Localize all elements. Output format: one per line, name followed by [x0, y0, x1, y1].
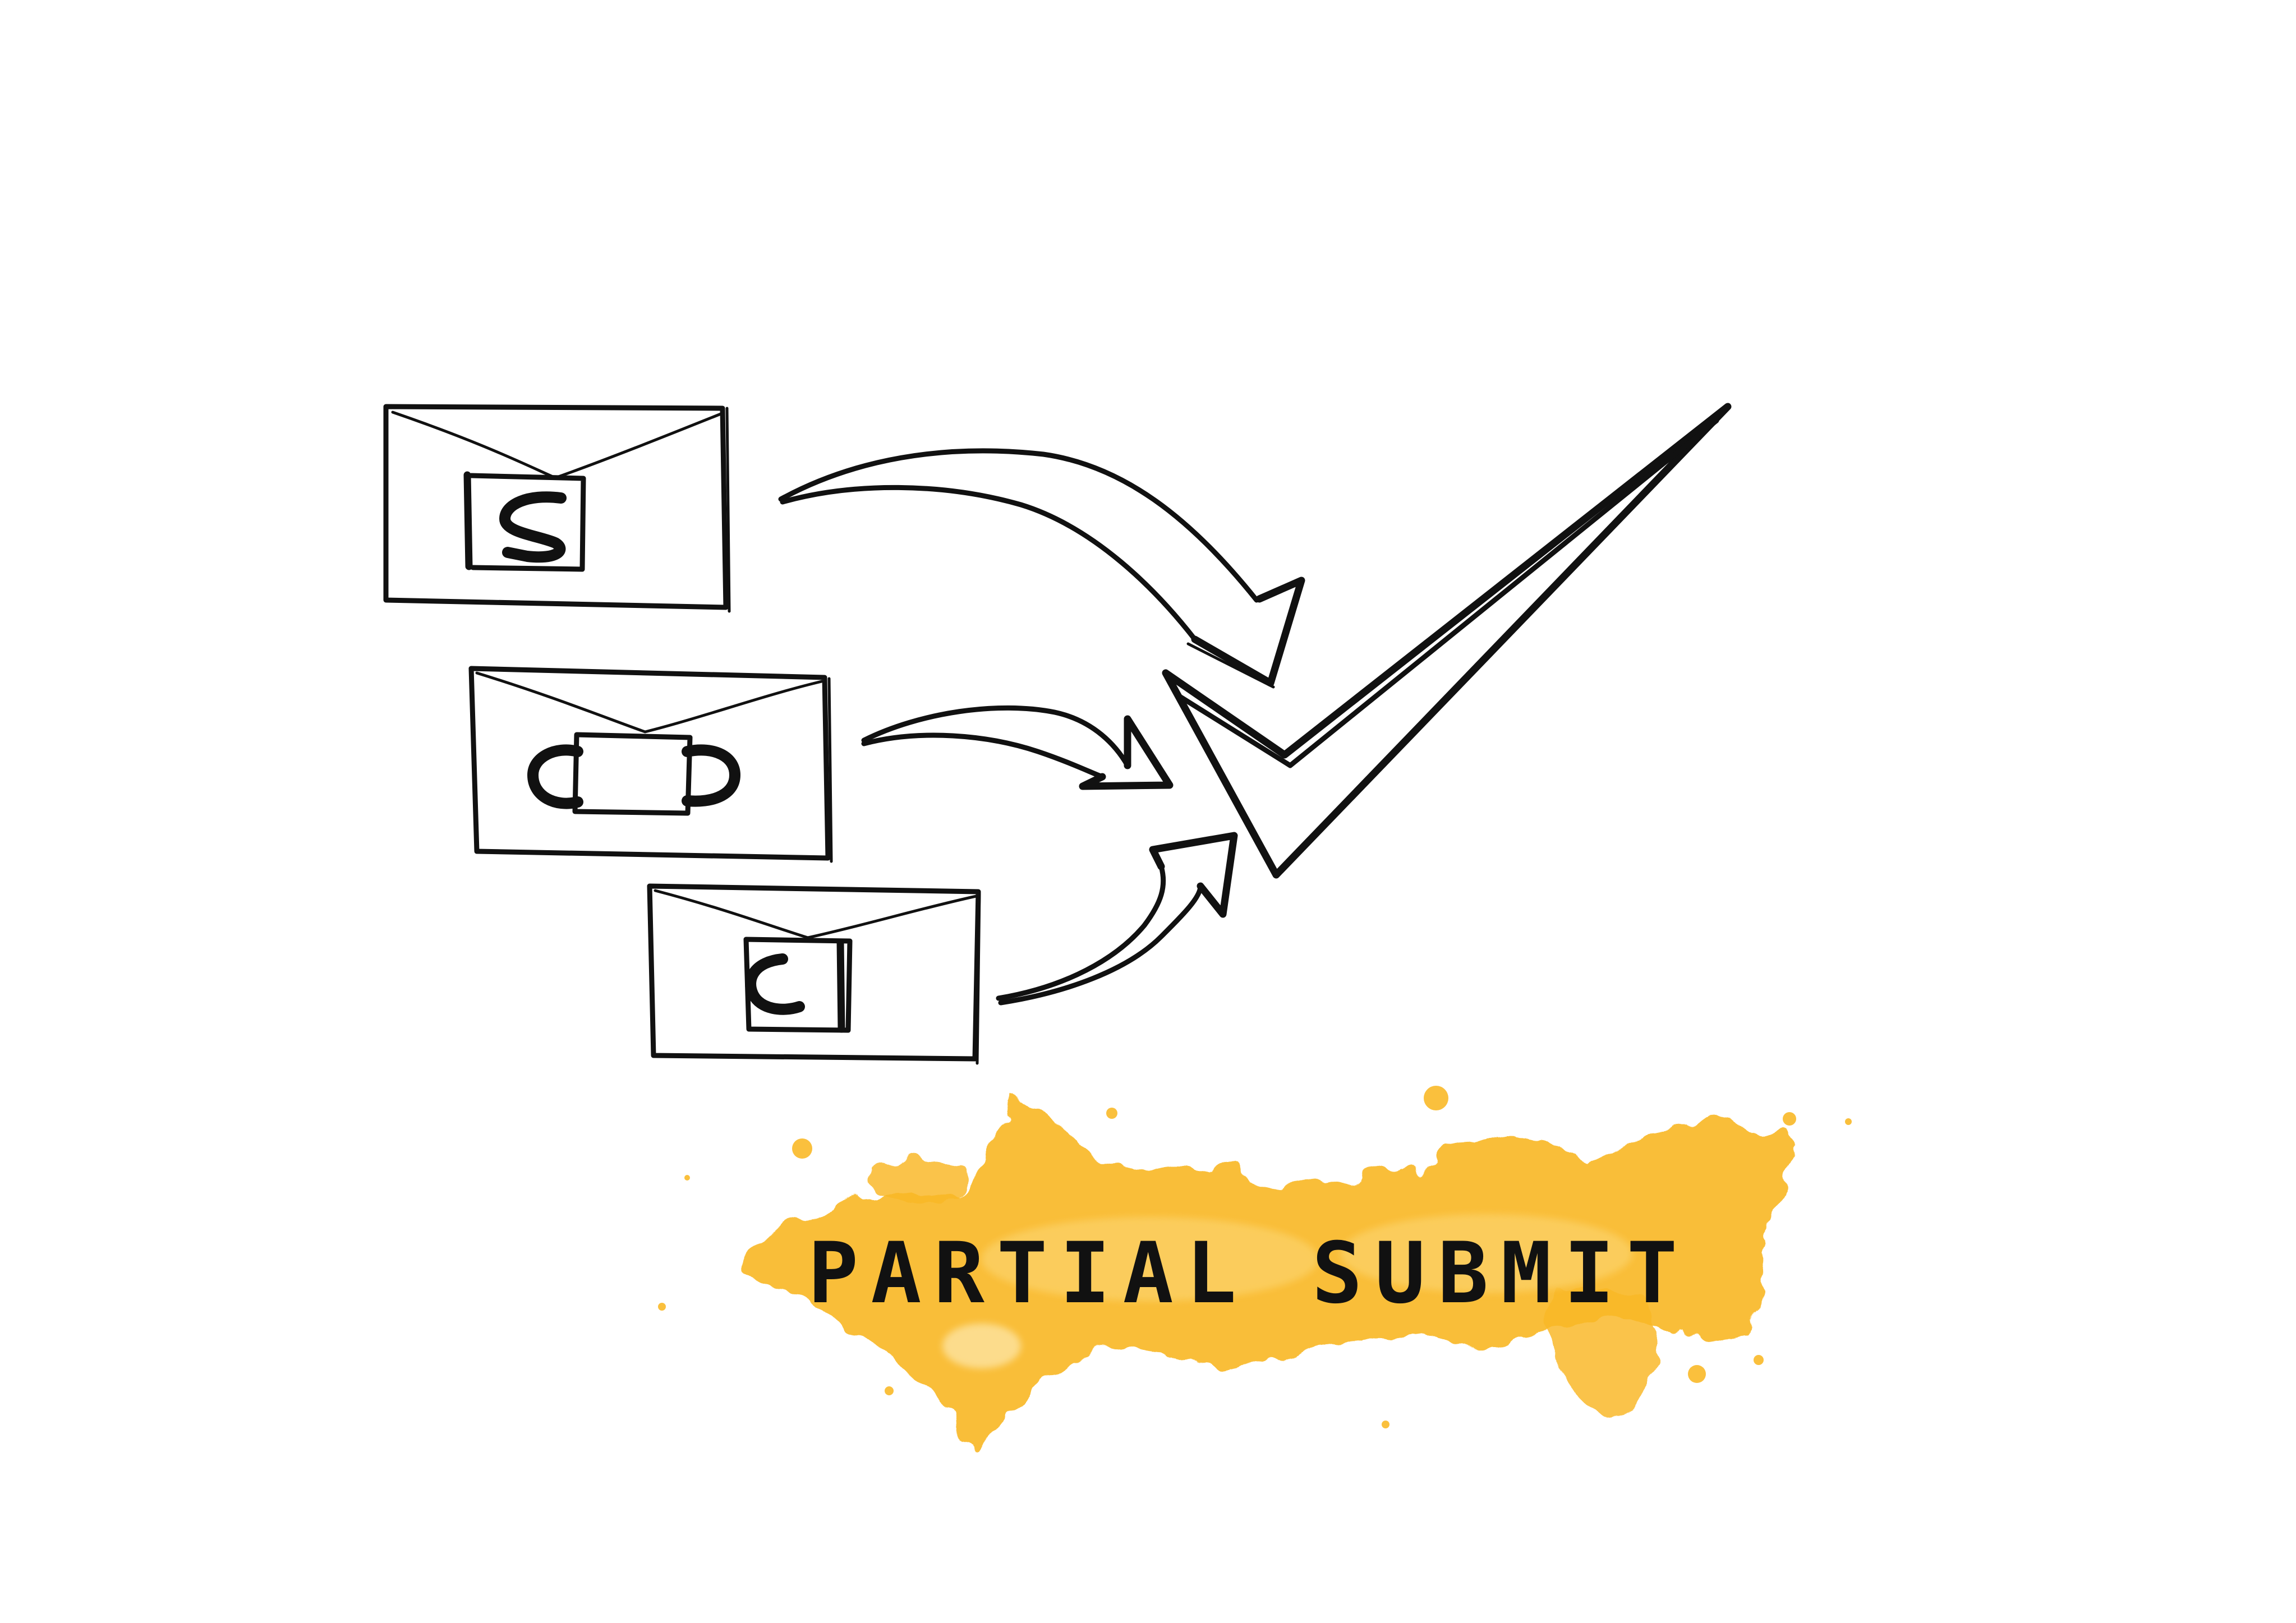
puzzle-piece-icon [463, 471, 586, 572]
envelope-icon [383, 404, 731, 613]
envelope-2 [468, 666, 833, 863]
curved-arrow-icon [778, 448, 1305, 689]
envelope-icon [647, 883, 981, 1065]
puzzle-piece-icon [743, 937, 853, 1033]
curved-arrow-icon [861, 705, 1174, 790]
envelope-1 [383, 404, 731, 613]
envelope-icon [468, 666, 833, 863]
puzzle-piece-icon [527, 732, 740, 816]
curved-arrow-icon [996, 832, 1238, 1006]
caption-text: PARTIAL SUBMIT [808, 1225, 1690, 1322]
checkmark-icon [1162, 403, 1732, 879]
envelope-3 [647, 883, 981, 1065]
paint-splash-icon [658, 1086, 1852, 1449]
